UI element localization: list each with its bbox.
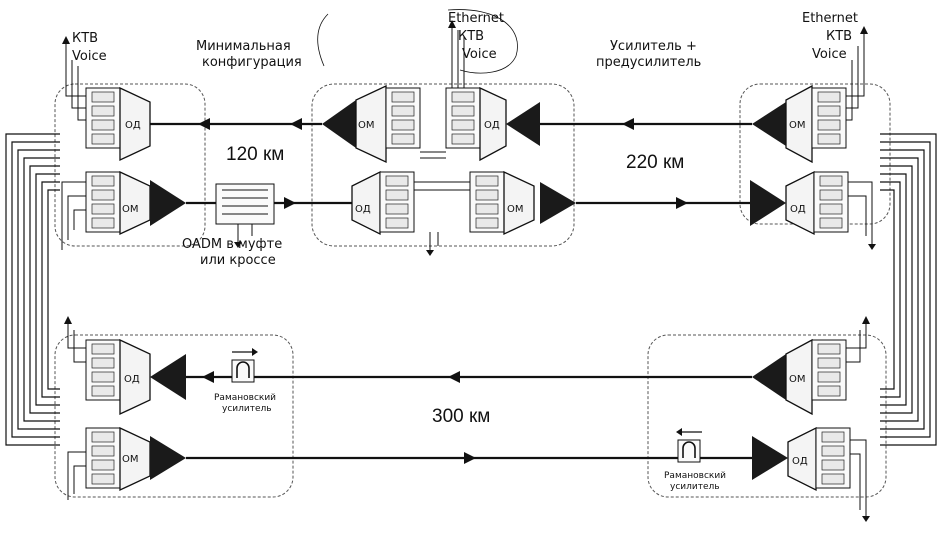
label-ethernet-center: Ethernet КТВ Voice <box>448 11 508 62</box>
svg-text:ОМ: ОМ <box>789 120 806 131</box>
node-bottom-right-om: ОМ <box>752 316 870 416</box>
node-bottom-right-od: ОД <box>752 426 870 522</box>
svg-text:ОД: ОД <box>124 374 140 385</box>
svg-text:ОД: ОД <box>484 120 500 131</box>
raman-amplifier-right <box>676 428 702 463</box>
node-top-left-od: ОД <box>62 36 151 162</box>
node-top-center-om: ОМ ОД <box>322 20 540 164</box>
svg-text:ОМ: ОМ <box>507 204 524 215</box>
label-ethernet-right: Ethernet КТВ Voice <box>802 11 862 62</box>
node-top-left-om: ОМ <box>61 170 186 250</box>
node-bottom-left-om: ОМ <box>67 426 186 500</box>
node-group-bottom-left <box>54 334 294 498</box>
node-top-right-om: ОМ <box>752 26 868 164</box>
om-label: ОМ <box>122 204 139 215</box>
label-raman-right: Рамановский усилитель <box>664 471 729 492</box>
svg-text:ОМ: ОМ <box>122 454 139 465</box>
fiber-spans <box>148 118 756 464</box>
distance-300: 300 км <box>432 406 490 427</box>
svg-text:ОМ: ОМ <box>358 120 375 131</box>
svg-text:ОД: ОД <box>790 204 806 215</box>
label-raman-left: Рамановский усилитель <box>214 393 279 414</box>
oadm-module <box>215 183 275 248</box>
svg-text:ОД: ОД <box>355 204 371 215</box>
svg-text:ОД: ОД <box>792 456 808 467</box>
node-bottom-left-od: ОД <box>64 316 186 416</box>
labels: КТВ Voice Минимальная конфигурация Ether… <box>72 11 862 492</box>
node-group-top-center <box>311 83 575 247</box>
node-group-top-left <box>54 83 206 247</box>
distance-220: 220 км <box>626 152 684 173</box>
od-label: ОД <box>125 120 141 131</box>
distance-120: 120 км <box>226 144 284 165</box>
label-min-config: Минимальная конфигурация <box>196 39 302 70</box>
label-oadm: OADM в муфте или кроссе <box>182 237 286 268</box>
label-amp-preamp: Усилитель + предусилитель <box>596 39 701 70</box>
raman-amplifier-left <box>231 348 258 383</box>
label-ktb-voice-left: КТВ Voice <box>72 31 107 64</box>
ring-trunks <box>5 133 937 446</box>
node-top-center-od: ОД ОМ <box>351 170 576 256</box>
svg-text:ОМ: ОМ <box>789 374 806 385</box>
node-group-bottom-right <box>647 334 887 498</box>
node-top-right-od: ОД <box>750 170 876 250</box>
